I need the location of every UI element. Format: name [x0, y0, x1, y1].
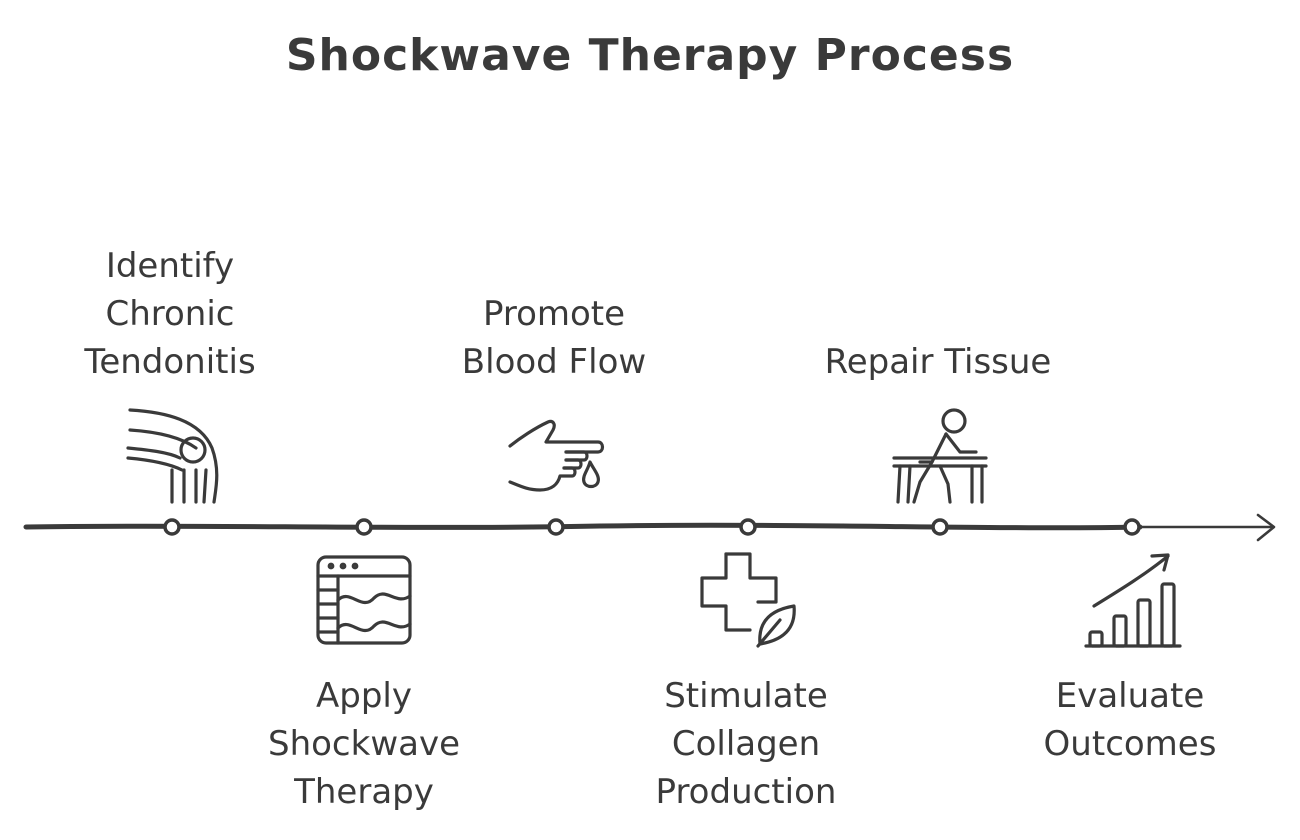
- pointing-hand-drop-icon: [508, 419, 605, 492]
- diagram-title: Shockwave Therapy Process: [285, 30, 1015, 81]
- timeline-marker: [931, 518, 949, 536]
- step-label-line: Promote: [482, 294, 626, 334]
- growth-chart-icon: [1084, 553, 1182, 648]
- step-label-line: Stimulate: [664, 676, 828, 716]
- timeline-marker: [355, 518, 373, 536]
- step-label-identify-chronic-tendonitis: Identify Chronic Tendonitis: [40, 242, 300, 386]
- step-label-repair-tissue: Repair Tissue: [808, 338, 1068, 386]
- step-label-line: Collagen: [671, 724, 821, 764]
- step-label-line: Evaluate: [1055, 676, 1205, 716]
- step-label-apply-shockwave-therapy: Apply Shockwave Therapy: [234, 672, 494, 816]
- knee-joint-icon: [126, 408, 219, 504]
- step-label-line: Apply: [316, 676, 412, 716]
- person-at-desk-icon: [892, 408, 988, 504]
- step-label-line: Therapy: [294, 772, 434, 812]
- step-label-line: Repair Tissue: [824, 342, 1052, 382]
- step-label-line: Tendonitis: [84, 342, 256, 382]
- step-label-line: Production: [655, 772, 837, 812]
- step-label-line: Identify: [105, 246, 235, 286]
- medical-cross-leaf-icon: [700, 552, 796, 648]
- step-label-line: Outcomes: [1043, 724, 1217, 764]
- waveform-screen-icon: [316, 555, 412, 645]
- timeline-marker: [1123, 518, 1141, 536]
- step-label-stimulate-collagen-production: Stimulate Collagen Production: [616, 672, 876, 816]
- step-label-line: Blood Flow: [461, 342, 647, 382]
- step-label-evaluate-outcomes: Evaluate Outcomes: [1000, 672, 1260, 768]
- step-label-line: Chronic: [105, 294, 235, 334]
- timeline-arrowhead: [1256, 513, 1276, 542]
- timeline-marker: [739, 518, 757, 536]
- step-label-promote-blood-flow: Promote Blood Flow: [424, 290, 684, 386]
- timeline-marker: [163, 518, 181, 536]
- step-label-line: Shockwave: [268, 724, 460, 764]
- timeline-markers: [163, 518, 1141, 536]
- timeline-line: [23, 522, 1143, 531]
- timeline-marker: [547, 518, 565, 536]
